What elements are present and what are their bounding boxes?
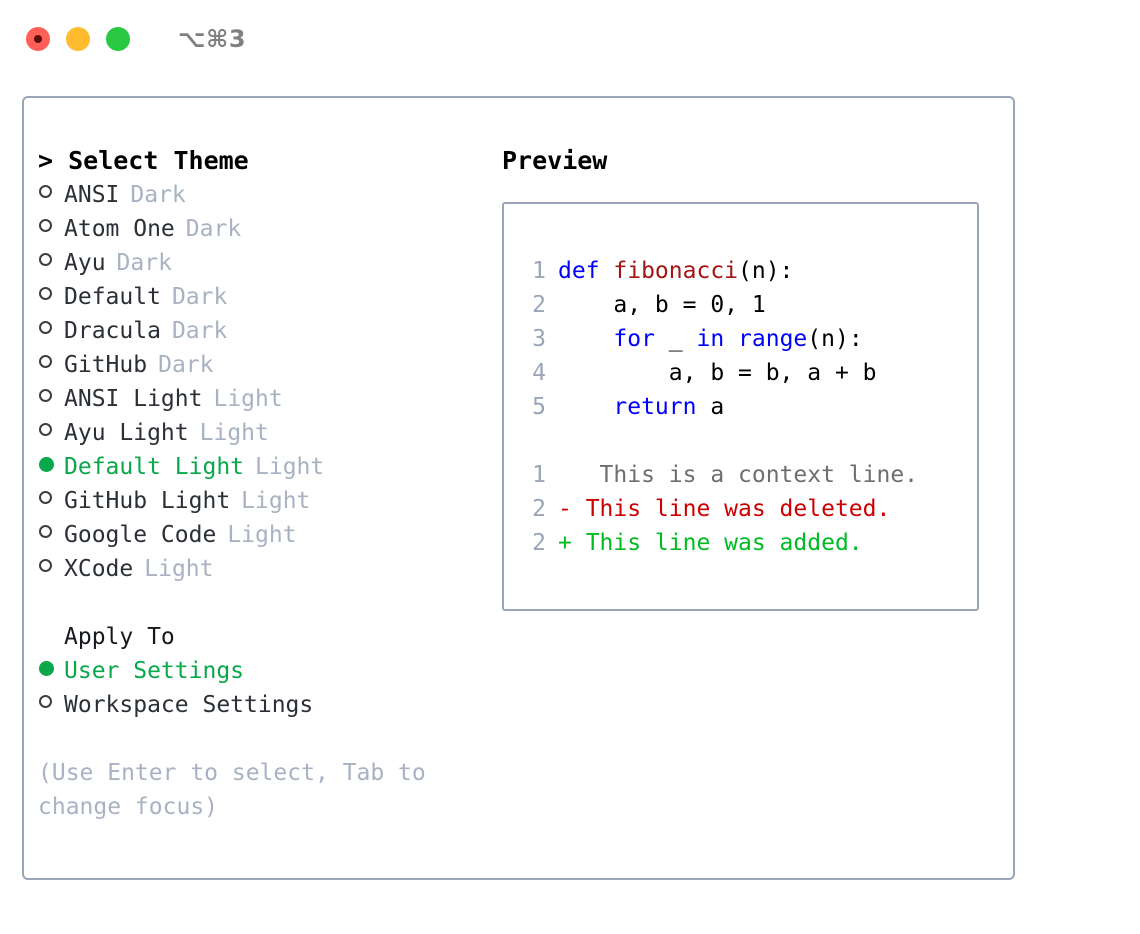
theme-item-label: GitHub Light	[64, 488, 231, 514]
code-line-text: for _ in range(n):	[558, 322, 863, 356]
code-token-kw: return	[613, 394, 697, 420]
theme-item-ansi-light[interactable]: ANSI Light Light	[38, 382, 488, 416]
code-line-text: a, b = 0, 1	[558, 288, 766, 322]
theme-item-github-light[interactable]: GitHub Light Light	[38, 484, 488, 518]
theme-kind-badge: Dark	[158, 352, 214, 378]
apply-option-workspace-settings[interactable]: Workspace Settings	[38, 688, 488, 722]
code-diff-gap	[516, 424, 977, 458]
theme-kind-badge: Dark	[130, 182, 186, 208]
diff-line-added: 2 + This line was added.	[516, 526, 977, 560]
diff-sample: 1 This is a context line. 2 - This line wa…	[516, 458, 977, 560]
code-line: 4 a, b = b, a + b	[516, 356, 977, 390]
theme-item-ayu-light[interactable]: Ayu Light Light	[38, 416, 488, 450]
theme-item-default-light[interactable]: Default Light Light	[38, 450, 488, 484]
diff-line-deleted: 2 - This line was deleted.	[516, 492, 977, 526]
theme-item-dracula[interactable]: Dracula Dark	[38, 314, 488, 348]
theme-kind-badge: Light	[255, 454, 325, 480]
traffic-light-group	[26, 27, 130, 51]
code-line-text: def fibonacci(n):	[558, 254, 793, 288]
theme-item-label: Ayu Light	[64, 420, 189, 446]
diff-line-number: 1	[532, 462, 546, 488]
theme-kind-badge: Dark	[185, 216, 242, 242]
apply-option-user-settings[interactable]: User Settings	[38, 654, 488, 688]
theme-item-github[interactable]: GitHub Dark	[38, 348, 488, 382]
code-token-kw: range	[738, 326, 808, 352]
theme-item-label: Google Code	[64, 522, 217, 548]
theme-item-default[interactable]: Default Dark	[38, 280, 488, 314]
theme-item-label: Default	[64, 284, 161, 310]
theme-kind-badge: Dark	[171, 318, 228, 344]
code-line-text: return a	[558, 390, 724, 424]
theme-kind-badge: Dark	[171, 284, 228, 310]
theme-kind-badge: Dark	[116, 250, 172, 276]
theme-item-label: Atom One	[64, 216, 175, 242]
theme-kind-badge: Light	[213, 386, 283, 412]
code-token-kw: in	[696, 326, 725, 352]
code-line-number: 1	[532, 258, 546, 284]
code-token-plain: a	[696, 394, 725, 420]
diff-line-number: 2	[532, 496, 546, 522]
code-token-fn: fibonacci	[613, 258, 739, 284]
theme-item-label: GitHub	[64, 352, 148, 378]
code-line-number: 4	[532, 360, 546, 386]
diff-line-context: 1 This is a context line.	[516, 458, 977, 492]
theme-item-label: Dracula	[64, 318, 161, 344]
theme-kind-badge: Light	[241, 488, 311, 514]
diff-line-text: + This line was added.	[558, 530, 863, 556]
theme-item-atom-one[interactable]: Atom One Dark	[38, 212, 488, 246]
theme-item-label: Ayu	[64, 250, 106, 276]
window-title: ⌥⌘3	[178, 25, 247, 53]
code-token-plain: (n):	[738, 258, 794, 284]
title-bar: ⌥⌘3	[0, 0, 1140, 78]
theme-kind-badge: Light	[144, 556, 214, 582]
theme-item-label: ANSI Light	[64, 386, 203, 412]
apply-option-label: Workspace Settings	[64, 692, 314, 718]
code-line: 3 for _ in range(n):	[516, 322, 977, 356]
theme-item-label: XCode	[64, 556, 134, 582]
theme-item-google-code[interactable]: Google Code Light	[38, 518, 488, 552]
theme-item-label: Default Light	[64, 454, 245, 480]
close-button[interactable]	[26, 27, 50, 51]
code-token-plain	[558, 394, 613, 420]
preview-header: Preview	[502, 146, 608, 175]
code-line-number: 5	[532, 394, 546, 420]
code-line: 2 a, b = 0, 1	[516, 288, 977, 322]
zoom-button[interactable]	[106, 27, 130, 51]
theme-kind-badge: Light	[199, 420, 269, 446]
apply-to-label: Apply To	[64, 624, 175, 650]
theme-item-label: ANSI	[64, 182, 120, 208]
diff-line-text: This is a context line.	[558, 462, 919, 488]
code-token-plain: a, b = b, a + b	[558, 360, 877, 386]
list-gap	[38, 586, 488, 620]
theme-item-ayu[interactable]: Ayu Dark	[38, 246, 488, 280]
code-token-kw: for	[613, 326, 655, 352]
select-theme-header: > Select Theme	[38, 146, 249, 175]
code-token-plain: (n):	[807, 326, 863, 352]
code-token-plain	[724, 326, 738, 352]
diff-line-text: - This line was deleted.	[558, 496, 891, 522]
theme-kind-badge: Light	[227, 522, 297, 548]
code-token-kw: def	[558, 258, 614, 284]
code-line-number: 2	[532, 292, 546, 318]
keyboard-hint: (Use Enter to select, Tab to change focu…	[38, 760, 440, 820]
code-line-number: 3	[532, 326, 546, 352]
code-line: 5 return a	[516, 390, 977, 424]
apply-option-label: User Settings	[64, 658, 245, 684]
code-token-plain: _	[654, 326, 697, 352]
code-token-plain	[558, 326, 613, 352]
theme-item-ansi[interactable]: ANSI Dark	[38, 178, 488, 212]
code-line: 1 def fibonacci(n):	[516, 254, 977, 288]
theme-item-xcode[interactable]: XCode Light	[38, 552, 488, 586]
minimize-button[interactable]	[66, 27, 90, 51]
code-line-text: a, b = b, a + b	[558, 356, 877, 390]
diff-line-number: 2	[532, 530, 546, 556]
code-token-plain: a, b = 0, 1	[558, 292, 766, 318]
